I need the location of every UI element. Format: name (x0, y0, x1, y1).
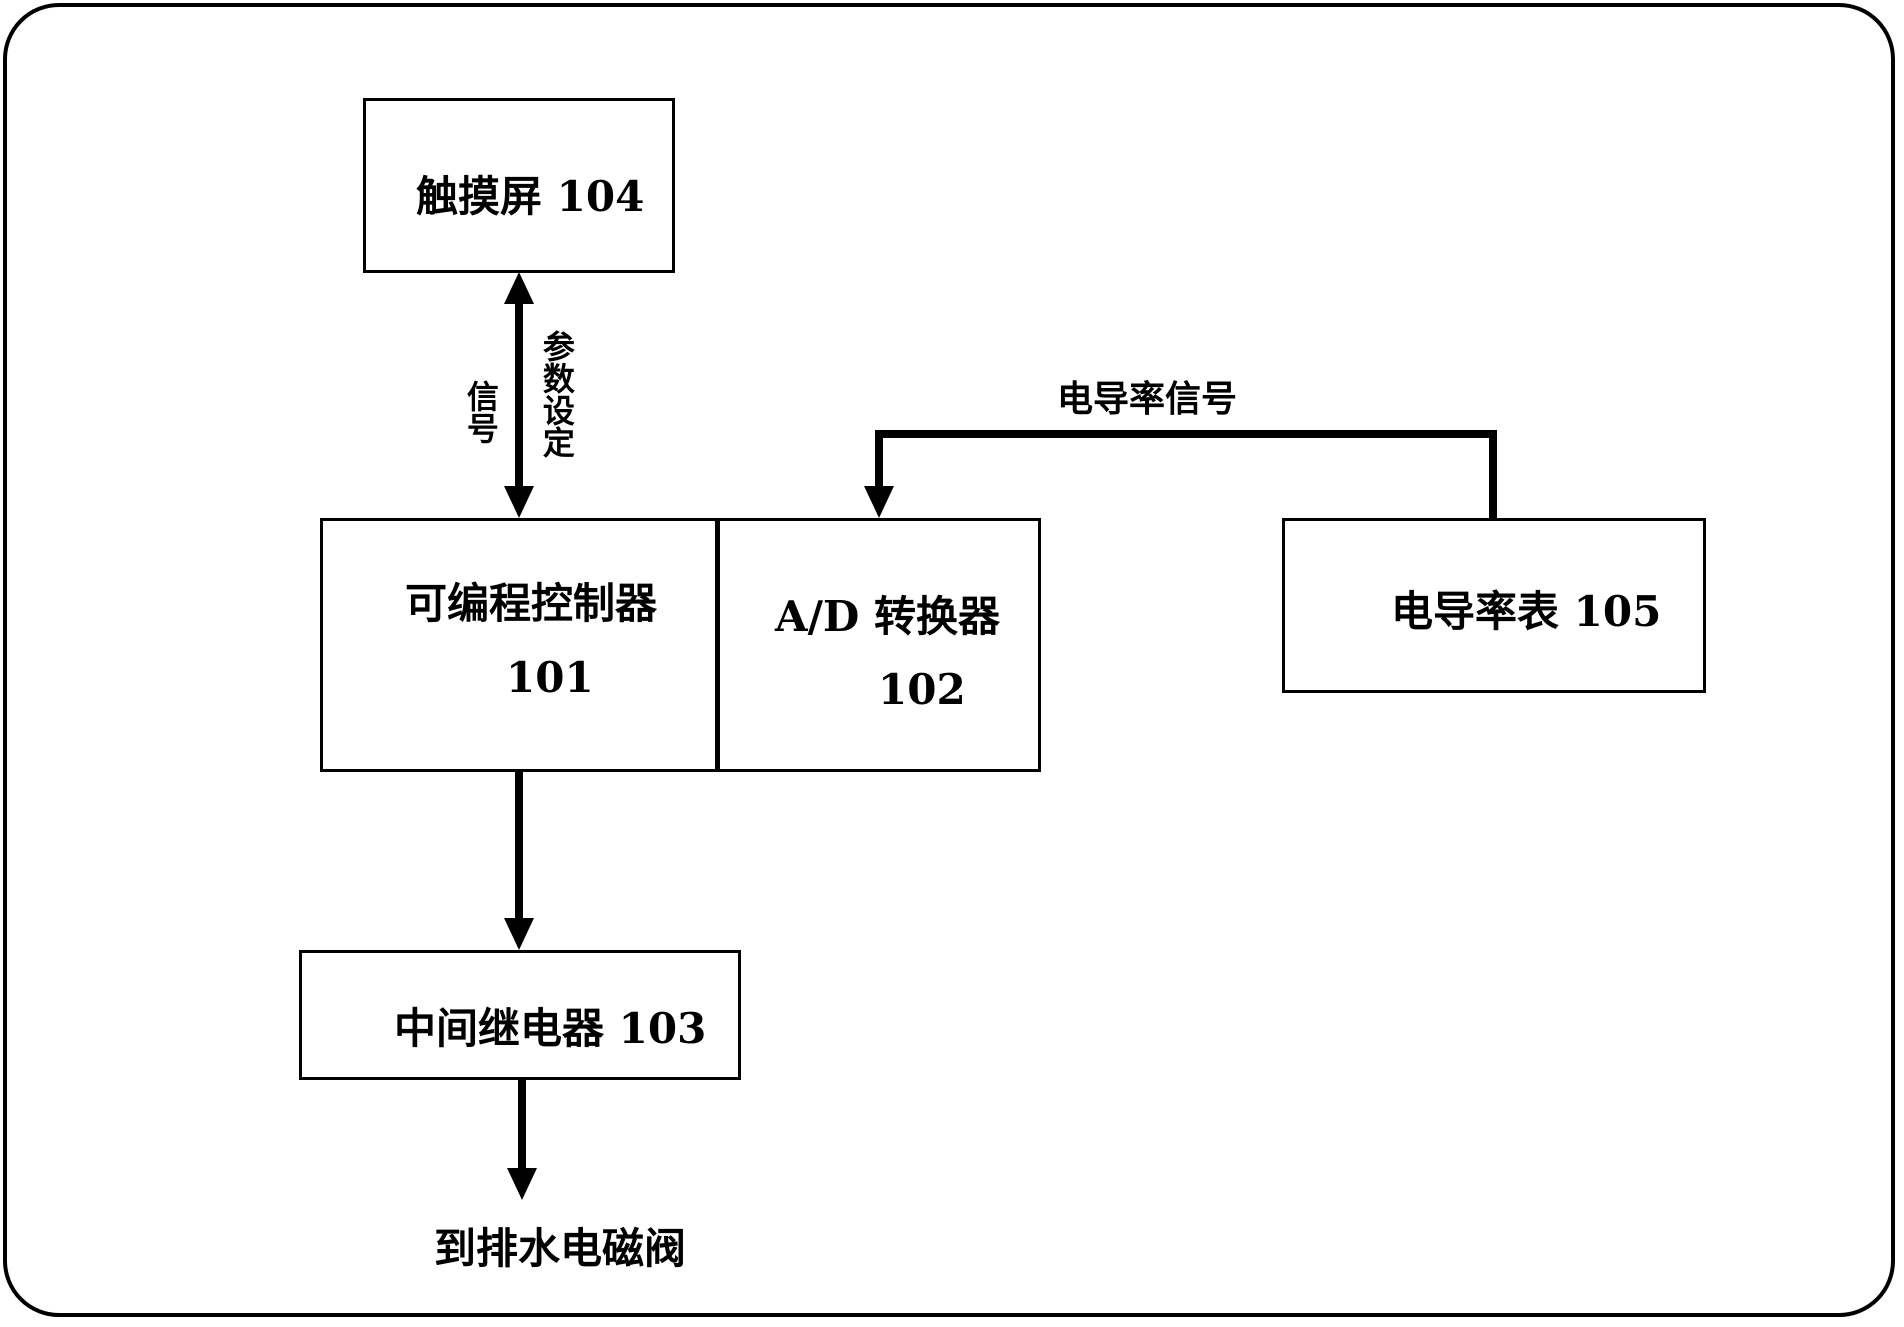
ad-converter-id: 102 (878, 665, 966, 714)
conductivity-meter-block: 电导率表 105 (1282, 518, 1706, 693)
ad-prefix: A/D (775, 592, 860, 641)
ad-converter-label: A/D 转换器 (775, 596, 1000, 638)
arrowhead-ad (864, 486, 894, 518)
diagram-frame (3, 3, 1895, 1317)
relay-id: 103 (618, 1004, 707, 1053)
plc-id: 101 (506, 653, 594, 702)
meter-name: 电导率表 (1391, 587, 1560, 636)
plc-block: 可编程控制器 101 (320, 518, 718, 772)
relay-label: 中间继电器 103 (394, 1008, 706, 1050)
ad-converter-block: A/D 转换器 102 (717, 518, 1041, 772)
ad-name: 转换器 (873, 592, 1000, 641)
arrowhead-valve (507, 1168, 537, 1200)
plc-name: 可编程控制器 (405, 579, 658, 628)
arrowhead-up (504, 272, 534, 304)
drain-valve-label: 到排水电磁阀 (434, 1224, 687, 1273)
touchscreen-name: 触摸屏 (416, 172, 543, 221)
arrow-meter-to-ad (875, 430, 1497, 523)
param-signal-label: 信号 (461, 380, 500, 444)
relay-name: 中间继电器 (394, 1004, 605, 1053)
relay-block: 中间继电器 103 (299, 950, 741, 1080)
param-setting-label: 参数设定 (537, 330, 576, 458)
touchscreen-label: 触摸屏 104 (416, 176, 644, 218)
meter-id: 105 (1573, 587, 1662, 636)
touchscreen-id: 104 (556, 172, 645, 221)
conductivity-signal-label: 电导率信号 (1057, 378, 1238, 420)
touchscreen-block: 触摸屏 104 (363, 98, 675, 273)
arrowhead-down (504, 486, 534, 518)
arrowhead-relay (504, 918, 534, 950)
conductivity-meter-label: 电导率表 105 (1391, 591, 1661, 633)
